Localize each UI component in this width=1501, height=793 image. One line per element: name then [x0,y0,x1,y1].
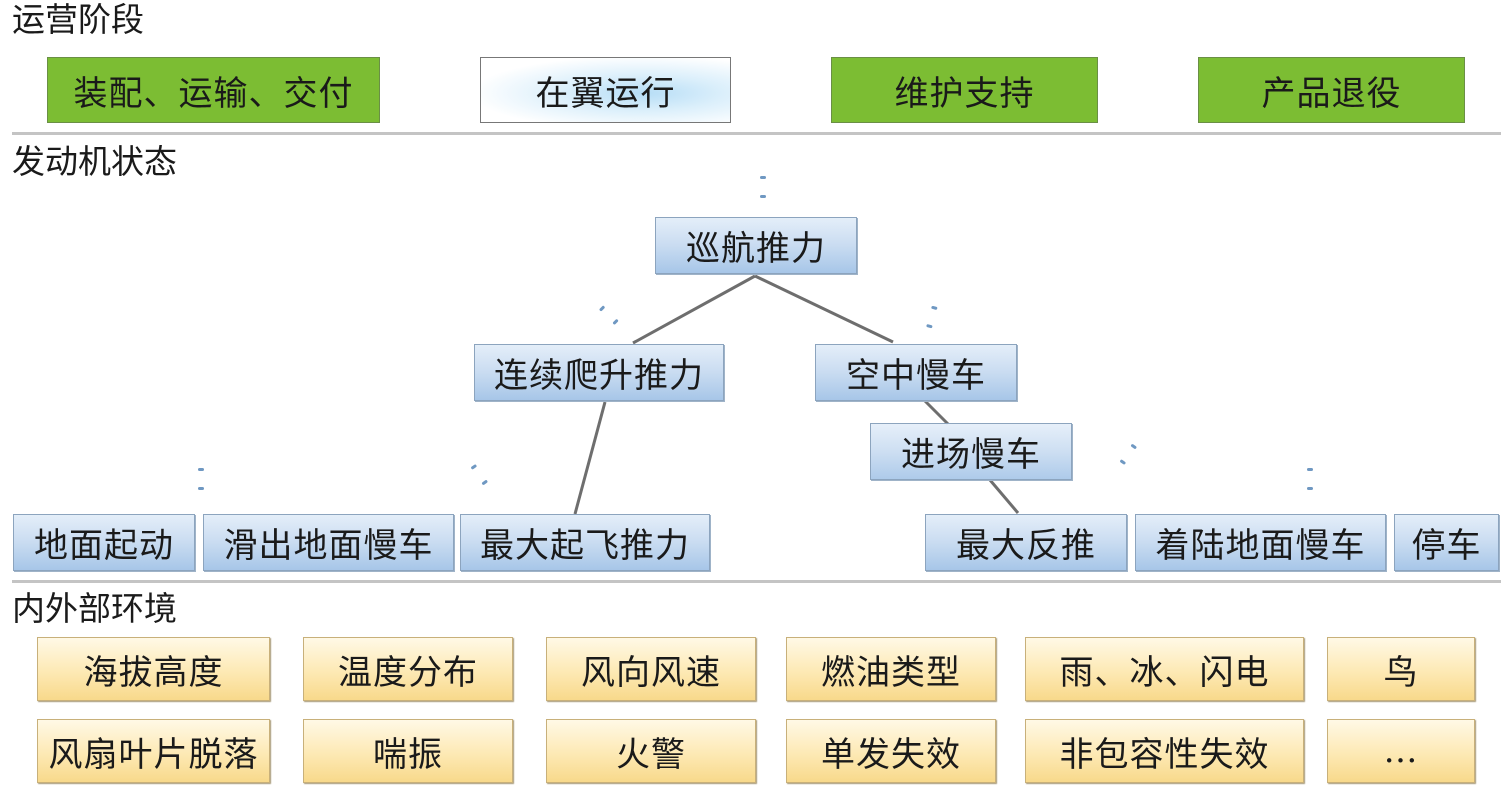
airplane-icon [1093,420,1157,484]
node-shutdown: 停车 [1394,514,1499,571]
env-surge: 喘振 [303,719,513,783]
env-uncontained-failure: 非包容性失效 [1025,719,1304,783]
edge-cruise-flight-idle [754,274,894,344]
environment-title: 内外部环境 [12,589,177,628]
env-altitude: 海拔高度 [37,637,270,701]
env-single-engine-failure: 单发失效 [786,719,996,783]
section-divider [12,132,1501,135]
airplane-icon [730,157,789,217]
operation-stage-title: 运营阶段 [12,0,144,39]
node-landing-ground-idle: 着陆地面慢车 [1135,514,1386,571]
edge-approach-idle-max-reverse [988,479,1020,514]
env-fire-warning: 火警 [546,719,756,783]
node-approach-idle: 进场慢车 [870,423,1072,480]
airplane-icon [444,445,508,509]
node-taxi-out-idle: 滑出地面慢车 [203,514,454,571]
node-flight-idle: 空中慢车 [815,344,1017,401]
node-max-reverse-thrust: 最大反推 [925,514,1127,571]
env-bird: 鸟 [1327,637,1475,701]
node-climb-thrust: 连续爬升推力 [474,344,724,401]
edge-climb-max-takeoff [573,401,607,515]
airplane-icon [168,449,227,509]
env-temperature-distribution: 温度分布 [303,637,513,701]
stage-assembly-delivery: 装配、运输、交付 [47,57,380,123]
airplane-icon [574,286,638,350]
stage-product-retirement: 产品退役 [1198,57,1465,123]
engine-state-title: 发动机状态 [12,142,177,181]
env-rain-ice-lightning: 雨、冰、闪电 [1025,637,1304,701]
env-fan-blade-out: 风扇叶片脱落 [37,719,270,783]
edge-flight-idle-approach-idle [923,399,950,426]
node-max-takeoff-thrust: 最大起飞推力 [460,514,710,571]
edge-cruise-climb [632,274,756,345]
env-more-ellipsis: … [1327,719,1475,783]
stage-on-wing-operation: 在翼运行 [480,57,731,123]
airplane-icon [1277,449,1336,509]
node-ground-start: 地面起动 [13,514,195,571]
env-fuel-type: 燃油类型 [786,637,996,701]
node-cruise-thrust: 巡航推力 [655,217,857,274]
env-wind: 风向风速 [546,637,756,701]
stage-maintenance-support: 维护支持 [831,57,1098,123]
section-divider [12,580,1501,583]
airplane-icon [896,284,960,348]
